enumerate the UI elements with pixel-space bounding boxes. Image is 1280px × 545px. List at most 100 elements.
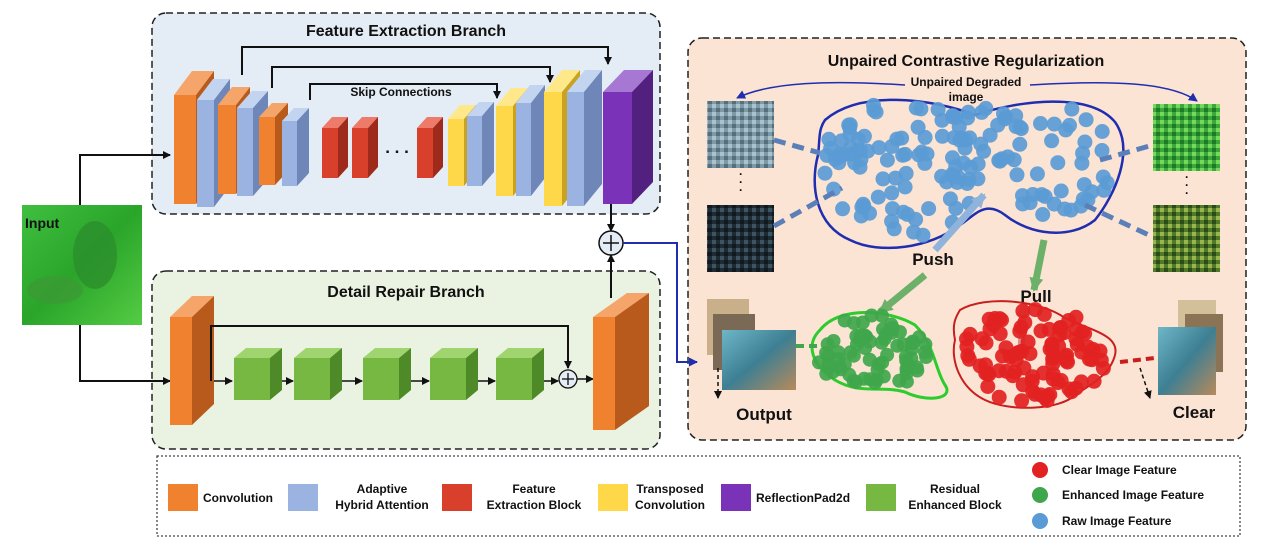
attention-block-4	[467, 102, 494, 186]
legend-label-attention-2: Hybrid Attention	[335, 498, 429, 512]
raw-dots-dot	[1078, 112, 1094, 128]
residual-block-1	[234, 348, 282, 400]
raw-dots-dot	[887, 170, 903, 186]
detail-repair-title: Detail Repair Branch	[327, 284, 484, 301]
attention-block-3	[282, 108, 309, 186]
vertical-ellipsis-left-3: ·	[739, 183, 743, 197]
clr-dots-dot	[1053, 320, 1069, 335]
feature-extraction-title: Feature Extraction Branch	[306, 23, 506, 40]
vertical-ellipsis-left-2: ·	[739, 175, 743, 189]
pull-arrow-to-raw	[1029, 239, 1048, 292]
legend-label-enhanced-feature: Enhanced Image Feature	[1062, 488, 1204, 502]
raw-dots-dot	[963, 159, 979, 175]
legend-swatch-reflection-pad	[721, 484, 751, 511]
raw-dots-dot	[1025, 187, 1041, 202]
enh-dots-dot	[863, 334, 877, 349]
push-arrow-to-raw	[932, 192, 987, 253]
raw-dots-dot	[850, 143, 866, 159]
raw-dots-dot	[1096, 182, 1112, 198]
raw-dots-dot	[1046, 116, 1062, 132]
vertical-ellipsis-right-2: ·	[1185, 178, 1189, 192]
enh-dots-dot	[848, 375, 863, 389]
legend-swatch-residual	[866, 484, 896, 511]
clr-dots-dot	[991, 389, 1007, 405]
degraded-arrow-right	[1029, 81, 1198, 102]
clr-dots-dot	[1058, 349, 1074, 365]
dashed-link-bottom-right	[1083, 202, 1155, 240]
pull-label: Pull	[1020, 287, 1051, 306]
clr-dots-dot	[1015, 303, 1031, 319]
clr-dots-dot	[1014, 393, 1030, 409]
raw-dots-dot	[841, 117, 857, 133]
degraded-image-bottom-left	[707, 205, 774, 272]
legend-swatch-attention	[288, 484, 318, 511]
skip-connection-middle	[271, 66, 554, 88]
legend-label-feature-extraction-2: Extraction Block	[487, 498, 582, 512]
raw-dots-dot	[930, 102, 946, 117]
raw-dots-dot	[847, 155, 863, 171]
raw-dots-dot	[1077, 134, 1093, 150]
clear-image-stack	[1158, 300, 1223, 395]
repair-conv-block-1	[170, 296, 214, 425]
unpaired-degraded-label-line1: Unpaired Degraded	[911, 75, 1022, 89]
enhanced-feature-dots	[812, 308, 934, 390]
raw-dots-dot	[835, 201, 851, 217]
raw-dots-dot	[897, 179, 913, 195]
raw-dots-dot	[910, 119, 926, 135]
enh-dots-dot	[918, 337, 933, 352]
clear-dashed-link	[1119, 356, 1156, 364]
raw-dots-dot	[1063, 202, 1079, 218]
raw-dots-dot	[1050, 155, 1066, 171]
clr-dots-dot	[998, 340, 1014, 356]
ellipsis: . . .	[385, 138, 409, 157]
clr-dots-dot	[960, 348, 976, 364]
clr-dots-dot	[1027, 302, 1043, 318]
raw-dots-dot	[1058, 122, 1074, 138]
legend-label-clear-feature: Clear Image Feature	[1062, 463, 1177, 477]
raw-dots-dot	[1000, 149, 1016, 165]
degraded-image-top-left	[707, 101, 774, 168]
clr-dots-dot	[974, 331, 990, 347]
enh-dots-dot	[837, 357, 852, 372]
clr-dots-dot	[992, 326, 1008, 342]
raw-dots-dot	[866, 97, 881, 113]
legend-swatch-feature-extraction	[442, 484, 472, 511]
enh-dots-dot	[884, 325, 899, 340]
raw-dots-dot	[934, 168, 950, 184]
legend-label-residual-1: Residual	[930, 482, 980, 496]
input-to-repair-branch-connector	[79, 325, 171, 385]
raw-dots-dot	[1029, 166, 1045, 182]
raw-dots-dot	[1094, 124, 1110, 139]
repair-sum-node	[558, 369, 578, 389]
raw-dots-dot	[906, 224, 922, 240]
clr-dots-dot	[1061, 381, 1077, 397]
feature-extraction-block-1	[322, 117, 348, 178]
attention-block-6	[567, 70, 602, 206]
raw-dots-dot	[855, 196, 871, 212]
dashed-link-top-right	[1099, 142, 1154, 163]
enh-dots-dot	[862, 352, 877, 367]
raw-dots-dot	[885, 201, 900, 217]
raw-dots-dot	[889, 131, 905, 147]
raw-dots-dot	[960, 110, 975, 126]
clr-dots-dot	[1013, 319, 1029, 335]
enh-dots-dot	[826, 334, 841, 348]
clr-dots-dot	[1068, 309, 1084, 325]
enh-dots-dot	[905, 334, 920, 349]
raw-dots-dot	[914, 144, 930, 160]
raw-dots-dot	[1012, 136, 1028, 152]
degraded-image-bottom-right	[1153, 205, 1220, 272]
degraded-arrow-left	[736, 81, 906, 99]
raw-dots-dot	[879, 152, 895, 168]
legend-swatch-convolution	[168, 484, 198, 511]
raw-dots-dot	[1075, 191, 1091, 207]
input-to-feature-branch-connector	[79, 151, 171, 205]
legend-label-reflection-pad: ReflectionPad2d	[756, 491, 850, 505]
raw-dots-dot	[1095, 169, 1111, 185]
output-label: Output	[736, 405, 792, 424]
clr-dots-dot	[1037, 390, 1053, 406]
legend-label-transposed-1: Transposed	[636, 482, 703, 496]
clr-dots-dot	[1014, 343, 1030, 359]
legend-dot-raw	[1032, 513, 1048, 529]
